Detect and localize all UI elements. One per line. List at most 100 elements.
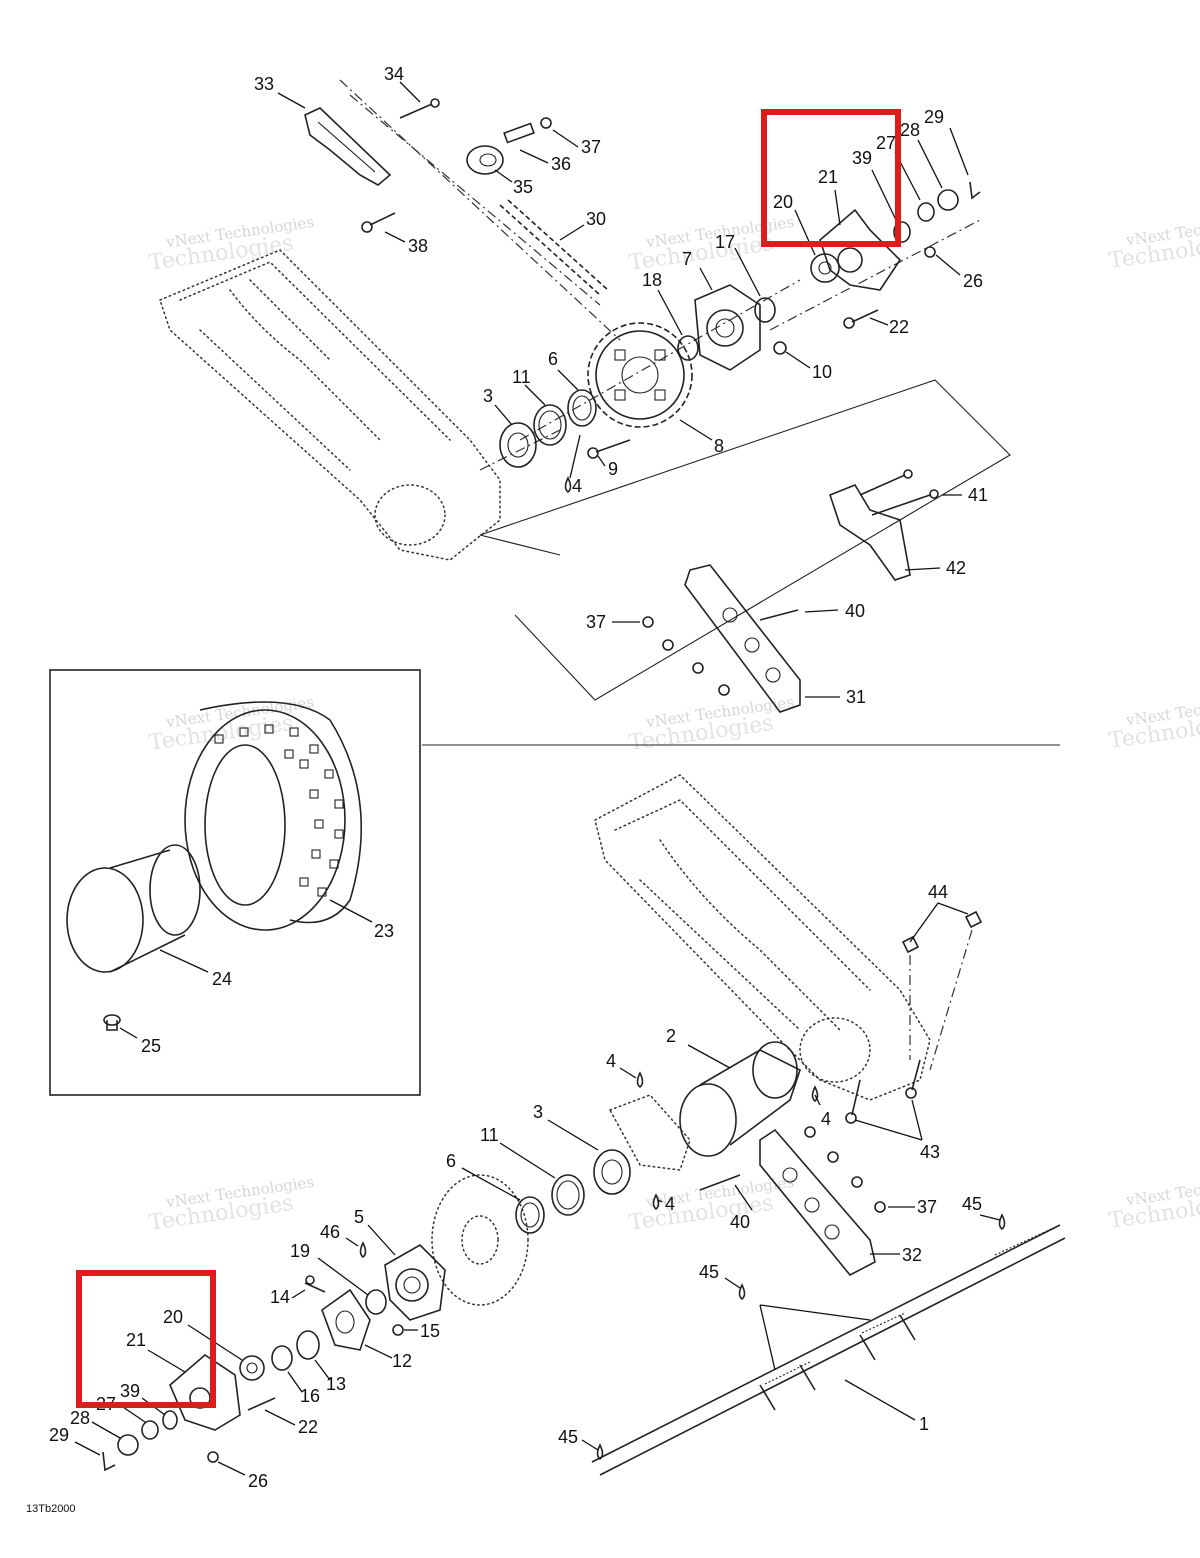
highlight-box-lower: [76, 1270, 216, 1408]
callout-28: 28: [70, 1408, 90, 1428]
callout-2: 2: [666, 1026, 676, 1046]
oring-19: [365, 1289, 387, 1315]
oring-17: [754, 297, 776, 323]
callout-33: 33: [254, 74, 274, 94]
callout-46: 46: [320, 1222, 340, 1242]
highlight-box-upper: [761, 109, 901, 247]
bolt-43: [851, 1059, 921, 1116]
callout-37: 37: [581, 137, 601, 157]
callout-26: 26: [248, 1471, 268, 1491]
callout-5: 5: [354, 1207, 364, 1227]
washer-27: [917, 202, 935, 222]
wheel-inset: [49, 669, 421, 1096]
sprocket-8: [587, 322, 693, 428]
seal-6: [567, 389, 597, 427]
callout-1: 1: [919, 1414, 929, 1434]
grease-46: [359, 1241, 367, 1259]
callout-40: 40: [730, 1212, 750, 1232]
roller-35: [466, 145, 504, 175]
callout-30: 30: [586, 209, 606, 229]
callout-39: 39: [120, 1381, 140, 1401]
watermark: vNext Technologies Technologies: [147, 693, 315, 756]
callout-34: 34: [384, 64, 404, 84]
callout-11: 11: [512, 367, 531, 387]
callout-36: 36: [551, 154, 571, 174]
oring-18: [677, 335, 699, 361]
callout-12: 12: [392, 1351, 412, 1371]
callout-35: 35: [513, 177, 533, 197]
washer-20: [239, 1355, 265, 1381]
callout-32: 32: [902, 1245, 922, 1265]
nut-37: [718, 684, 730, 696]
watermark: vNext Technologies Technologies: [147, 1173, 315, 1236]
callout-3: 3: [483, 386, 493, 406]
callout-8: 8: [714, 436, 724, 456]
nut-37: [804, 1126, 816, 1138]
rim-24: [66, 844, 201, 973]
lower-assembly: [102, 774, 1066, 1476]
grease-45: [738, 1283, 746, 1301]
chain-30: [499, 199, 609, 296]
nut-15: [392, 1324, 404, 1336]
watermark: vNext Technologies Technologies: [1107, 211, 1200, 274]
nut-26: [924, 246, 936, 258]
oring-16: [271, 1345, 293, 1371]
spacer-12: [321, 1288, 371, 1351]
watermark: vNext Technologies Technologies: [627, 1173, 795, 1236]
lower-callouts: 44 2 4 4 43 3 11 6 4 40 37 45 32 5 46 19…: [49, 882, 982, 1491]
watermark: vNext Technologies Technologies: [1107, 691, 1200, 754]
bolt-38: [369, 212, 396, 226]
callout-17: 17: [715, 232, 735, 252]
figure-code: 13Tb2000: [26, 1503, 76, 1515]
callout-26: 26: [963, 271, 983, 291]
plate-31: [684, 564, 801, 713]
grease-45: [998, 1213, 1006, 1231]
callout-29: 29: [924, 107, 944, 127]
watermark: vNext Technologies Technologies: [147, 213, 315, 276]
oring-39: [893, 221, 911, 243]
callout-6: 6: [446, 1151, 456, 1171]
callout-14: 14: [270, 1287, 290, 1307]
bolt-34: [399, 103, 433, 119]
callout-10: 10: [812, 362, 832, 382]
callout-45: 45: [558, 1427, 578, 1447]
upper-callouts: 33 34 37 36 35 30 38 18 7 17 20 21 39 27…: [254, 64, 988, 707]
callout-28: 28: [900, 120, 920, 140]
callout-22: 22: [889, 317, 909, 337]
brake-disc: [431, 1174, 529, 1306]
bolt-22: [247, 1397, 276, 1411]
highlight-boxes: [76, 109, 901, 1408]
callout-9: 9: [608, 459, 618, 479]
nut-37: [642, 616, 654, 628]
bolt-40: [699, 1174, 741, 1191]
watermark: vNext Technologies Technologies: [1107, 1171, 1200, 1234]
callout-19: 19: [290, 1241, 310, 1261]
swing-arm-lower: [594, 774, 931, 1101]
grease-45: [596, 1443, 604, 1461]
bolt-9: [595, 439, 631, 453]
callout-21: 21: [818, 167, 838, 187]
hub-21: [169, 1353, 241, 1431]
callout-41: 41: [968, 485, 988, 505]
nut-37: [662, 639, 674, 651]
nut-44: [901, 935, 920, 954]
callout-37: 37: [586, 612, 606, 632]
callout-16: 16: [300, 1386, 320, 1406]
callout-40: 40: [845, 601, 865, 621]
callout-6: 6: [548, 349, 558, 369]
nut-37: [540, 117, 552, 129]
callout-4: 4: [665, 1194, 675, 1214]
callout-25: 25: [141, 1036, 161, 1056]
hub-5: [384, 1244, 446, 1321]
oring-13: [296, 1330, 320, 1360]
callout-31: 31: [846, 687, 866, 707]
nut-26: [207, 1451, 219, 1463]
seal-11: [533, 404, 567, 446]
nut-28: [937, 189, 959, 211]
callout-23: 23: [374, 921, 394, 941]
plate-32: [759, 1128, 876, 1277]
bracket-42: [829, 484, 911, 581]
bolt-22: [851, 309, 879, 323]
callout-22: 22: [298, 1417, 318, 1437]
callout-24: 24: [212, 969, 232, 989]
